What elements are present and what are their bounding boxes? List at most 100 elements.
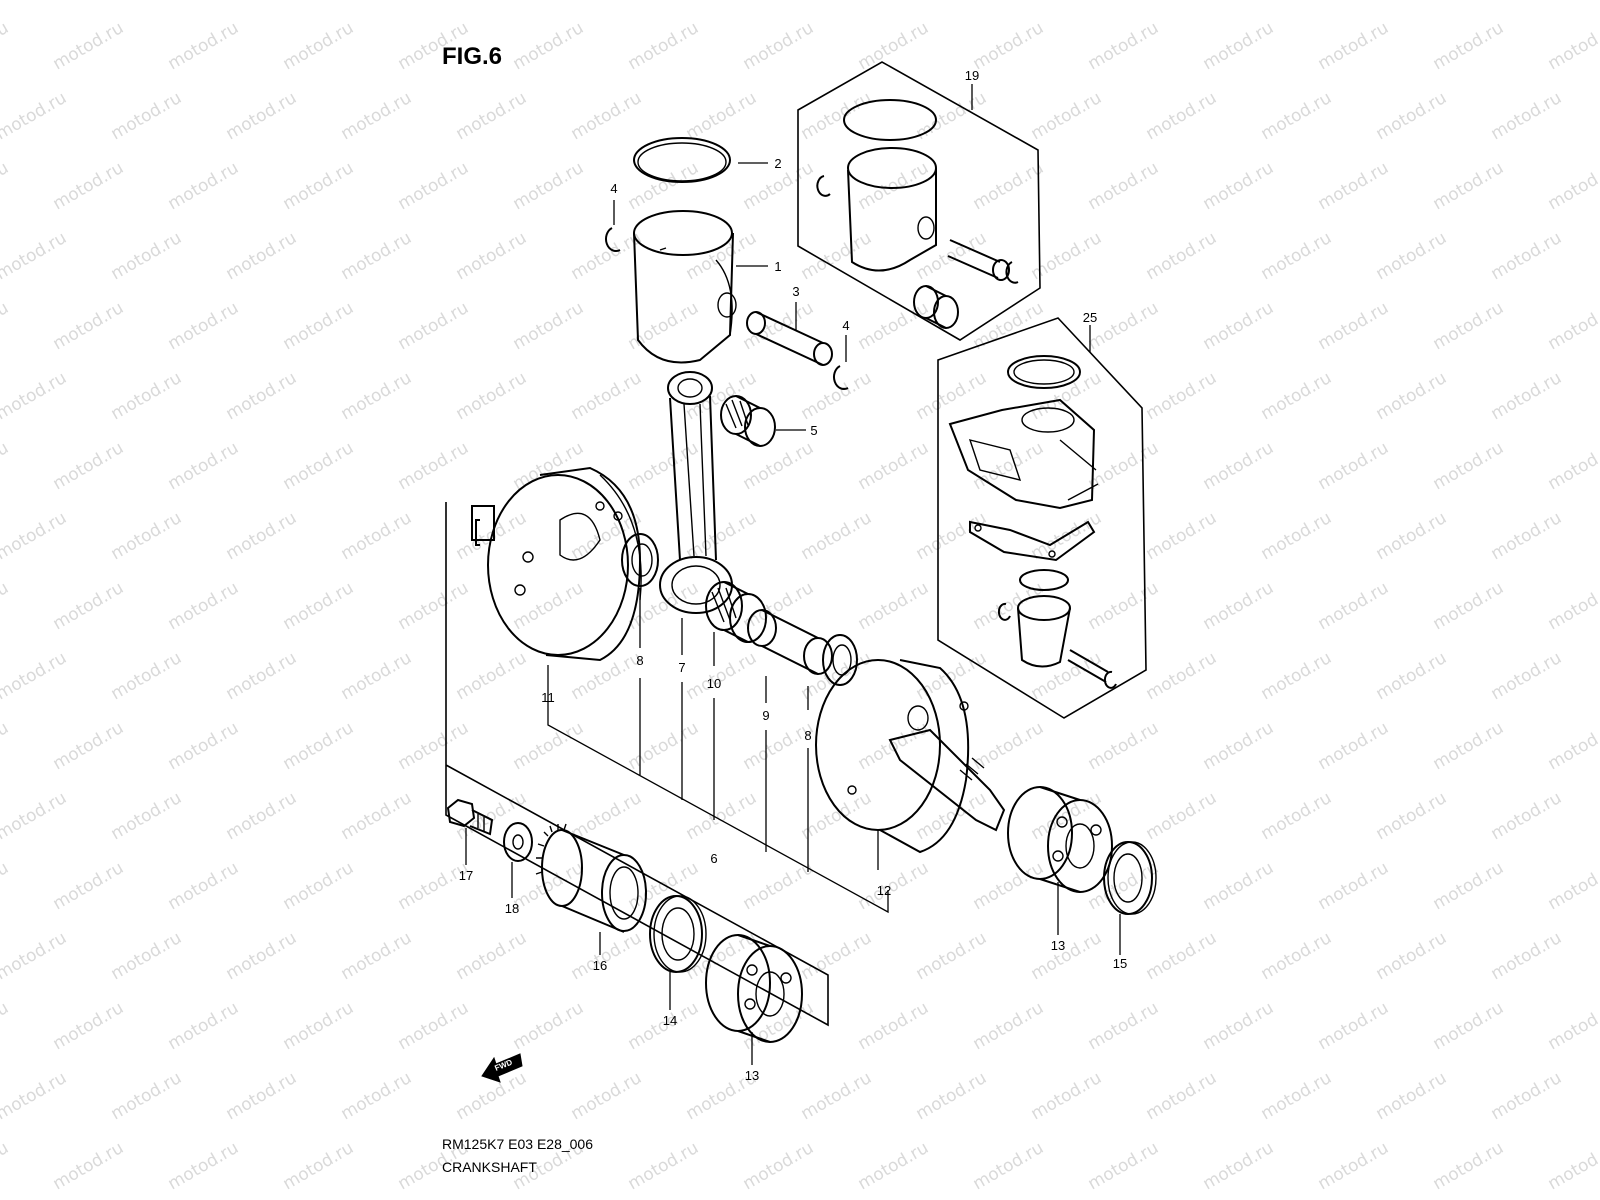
- watermark-text: motod.ru: [740, 298, 818, 354]
- watermark-text: motod.ru: [568, 0, 646, 4]
- washer-part: [503, 822, 533, 862]
- callout-25: 25: [1083, 310, 1097, 325]
- watermark-text: motod.ru: [338, 88, 416, 144]
- circlip-right-part: [833, 365, 849, 390]
- watermark-text: motod.ru: [1373, 788, 1451, 844]
- watermark-text: motod.ru: [1085, 578, 1163, 634]
- watermark-text: motod.ru: [395, 298, 473, 354]
- watermark-text: motod.ru: [0, 788, 70, 844]
- watermark-text: motod.ru: [510, 718, 588, 774]
- watermark-text: motod.ru: [108, 1068, 186, 1124]
- watermark-text: motod.ru: [280, 158, 358, 214]
- watermark-text: motod.ru: [1315, 858, 1393, 914]
- watermark-text: motod.ru: [1488, 928, 1566, 984]
- watermark-text: motod.ru: [165, 298, 243, 354]
- watermark-text: motod.ru: [338, 368, 416, 424]
- watermark-text: motod.ru: [1143, 648, 1221, 704]
- watermark-text: motod.ru: [1488, 0, 1566, 4]
- watermark-text: motod.ru: [108, 648, 186, 704]
- watermark-text: motod.ru: [223, 368, 301, 424]
- watermark-text: motod.ru: [1430, 158, 1508, 214]
- watermark-text: motod.ru: [0, 508, 70, 564]
- oil-seal-right-part: [1103, 841, 1157, 915]
- watermark-text: motod.ru: [1085, 18, 1163, 74]
- watermark-text: motod.ru: [1143, 1068, 1221, 1124]
- watermark-text: motod.ru: [1373, 88, 1451, 144]
- watermark-text: motod.ru: [453, 88, 531, 144]
- watermark-text: motod.ru: [970, 998, 1048, 1054]
- watermark-text: motod.ru: [223, 788, 301, 844]
- watermark-text: motod.ru: [223, 508, 301, 564]
- watermark-text: motod.ru: [1545, 158, 1600, 214]
- watermark-text: motod.ru: [223, 648, 301, 704]
- watermark-text: motod.ru: [1315, 438, 1393, 494]
- watermark-text: motod.ru: [1085, 438, 1163, 494]
- watermark-text: motod.ru: [855, 18, 933, 74]
- watermark-text: motod.ru: [0, 648, 70, 704]
- watermark-text: motod.ru: [970, 1138, 1048, 1194]
- callout-2: 2: [774, 156, 781, 171]
- crankshaft-left-part: [471, 466, 642, 662]
- watermark-text: motod.ru: [568, 928, 646, 984]
- watermark-text: motod.ru: [740, 718, 818, 774]
- thrust-washer-left-part: [621, 533, 659, 587]
- watermark-text: motod.ru: [625, 1138, 703, 1194]
- callout-9: 9: [762, 708, 769, 723]
- watermark-text: motod.ru: [0, 18, 12, 74]
- watermark-text: motod.ru: [0, 88, 70, 144]
- watermark-text: motod.ru: [453, 0, 531, 4]
- watermark-text: motod.ru: [510, 438, 588, 494]
- watermark-text: motod.ru: [855, 1138, 933, 1194]
- watermark-text: motod.ru: [1258, 368, 1336, 424]
- watermark-text: motod.ru: [1545, 858, 1600, 914]
- watermark-text: motod.ru: [0, 928, 70, 984]
- watermark-text: motod.ru: [0, 158, 12, 214]
- small-end-bearing-part: [720, 395, 776, 447]
- watermark-text: motod.ru: [50, 718, 128, 774]
- callout-14: 14: [663, 1013, 677, 1028]
- watermark-text: motod.ru: [165, 18, 243, 74]
- watermark-text: motod.ru: [1258, 648, 1336, 704]
- watermark-text: motod.ru: [1085, 1138, 1163, 1194]
- watermark-text: motod.ru: [0, 858, 12, 914]
- callout-7: 7: [678, 660, 685, 675]
- watermark-text: motod.ru: [395, 578, 473, 634]
- watermark-text: motod.ru: [683, 0, 761, 4]
- watermark-text: motod.ru: [1200, 1138, 1278, 1194]
- callout-8-right: 8: [804, 728, 811, 743]
- watermark-text: motod.ru: [625, 18, 703, 74]
- watermark-text: motod.ru: [913, 788, 991, 844]
- watermark-text: motod.ru: [1373, 228, 1451, 284]
- watermark-text: motod.ru: [1028, 368, 1106, 424]
- watermark-text: motod.ru: [510, 298, 588, 354]
- watermark-text: motod.ru: [1143, 88, 1221, 144]
- watermark-text: motod.ru: [1430, 438, 1508, 494]
- watermark-text: motod.ru: [1200, 18, 1278, 74]
- watermark-text: motod.ru: [338, 788, 416, 844]
- watermark-text: motod.ru: [1143, 0, 1221, 4]
- watermark-text: motod.ru: [855, 438, 933, 494]
- watermark-text: motod.ru: [1200, 858, 1278, 914]
- watermark-text: motod.ru: [108, 508, 186, 564]
- watermark-text: motod.ru: [1258, 0, 1336, 4]
- watermark-text: motod.ru: [50, 578, 128, 634]
- watermark-text: motod.ru: [0, 438, 12, 494]
- watermark-text: motod.ru: [568, 1068, 646, 1124]
- watermark-text: motod.ru: [1200, 998, 1278, 1054]
- watermark-text: motod.ru: [970, 858, 1048, 914]
- watermark-text: motod.ru: [1430, 1138, 1508, 1194]
- watermark-text: motod.ru: [50, 438, 128, 494]
- watermark-text: motod.ru: [1315, 158, 1393, 214]
- watermark-text: motod.ru: [1488, 228, 1566, 284]
- watermark-text: motod.ru: [1085, 998, 1163, 1054]
- watermark-text: motod.ru: [798, 508, 876, 564]
- watermark-text: motod.ru: [108, 788, 186, 844]
- watermark-text: motod.ru: [1315, 998, 1393, 1054]
- watermark-text: motod.ru: [0, 298, 12, 354]
- watermark-text: motod.ru: [1028, 928, 1106, 984]
- watermark-text: motod.ru: [798, 648, 876, 704]
- watermark-text: motod.ru: [740, 18, 818, 74]
- watermark-text: motod.ru: [223, 1068, 301, 1124]
